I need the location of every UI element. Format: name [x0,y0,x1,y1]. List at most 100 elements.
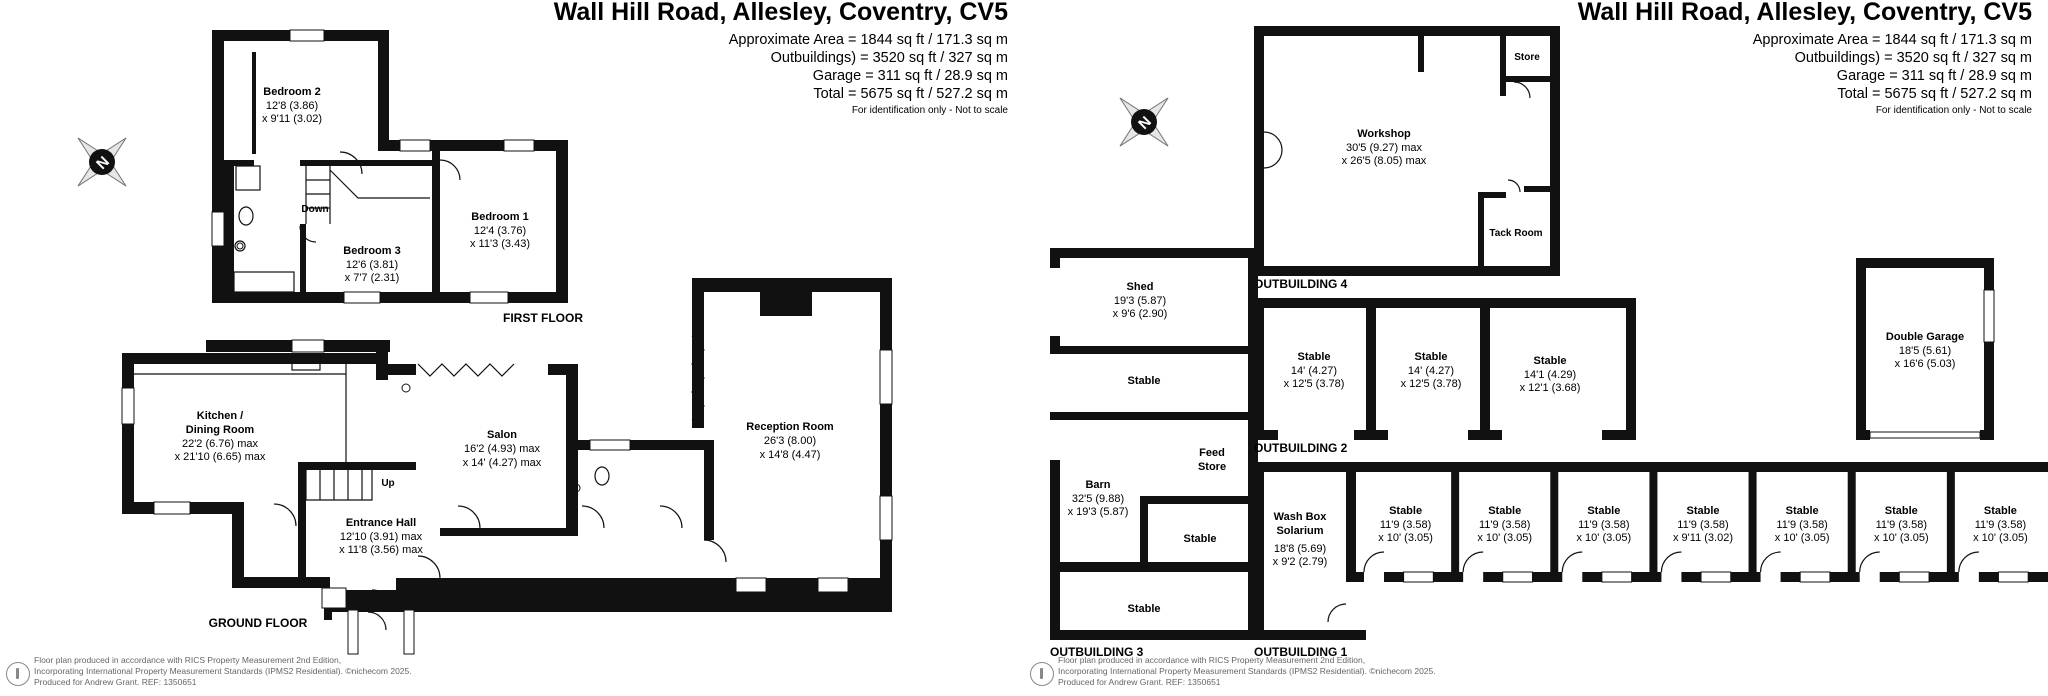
first-floor-labels: Bedroom 2 12'8 (3.86) x 9'11 (3.02) Bedr… [262,86,583,325]
kitchen-name-1: Kitchen / [197,410,243,422]
ob1-stable-divider [1946,472,1955,582]
store-label: Store [1514,52,1540,63]
area-summary: Approximate Area = 1844 sq ft / 171.3 sq… [729,31,1008,103]
ob1-stable-door-gap [1958,572,1979,582]
washbox-door-swing [1327,603,1347,623]
reception-dim1: 26'3 (8.00) [764,435,816,447]
ob2-stable-2-dim2: x 12'5 (3.78) [1401,378,1462,390]
ob1-stable-divider [1748,472,1757,582]
first-floor-fixtures [233,151,461,293]
reception-dim2: x 14'8 (4.47) [760,449,821,461]
salon-dim2: x 14' (4.27) max [463,457,542,469]
ob2-stable-3-dim1: 14'1 (4.29) [1524,369,1576,381]
ground-floor-label: GROUND FLOOR [209,616,308,630]
ob1-stable-dim1: 11'9 (3.58) [1380,519,1431,531]
ob1-stable-divider [1451,472,1460,582]
ob1-stable-dim1: 11'9 (3.58) [1677,519,1728,531]
ob1-stable-divider [1550,472,1559,582]
ob2-stable-1-dim1: 14' (4.27) [1291,365,1337,377]
ob1-stable-name: Stable [1587,505,1620,517]
ob1-stable-divider [1649,472,1658,582]
footer-line-2: Incorporating International Property Mea… [34,666,412,676]
area-outbuildings: Outbuildings) = 3520 sq ft / 327 sq m [770,50,1008,66]
bedroom-2-dim1: 12'8 (3.86) [266,100,318,112]
area-approx: Approximate Area = 1844 sq ft / 171.3 sq… [728,32,1008,48]
garage-dim2: x 16'6 (5.03) [1895,358,1956,370]
footer-line-1: Floor plan produced in accordance with R… [34,655,342,665]
ground-floor-windows [121,339,893,655]
washbox-name-2: Solarium [1276,525,1323,537]
area-approx-right: Approximate Area = 1844 sq ft / 171.3 sq… [1752,32,2032,48]
ob2-stable-3-name: Stable [1533,355,1566,367]
ob1-stable-name: Stable [1885,505,1918,517]
footer-line-1-right: Floor plan produced in accordance with R… [1058,655,1366,665]
ob1-stable-door-gap [1463,572,1484,582]
ob1-stable-dim1: 11'9 (3.58) [1876,519,1927,531]
garage-labels: Double Garage 18'5 (5.61) x 16'6 (5.03) [1886,331,1964,370]
ob1-stable-dim2: x 10' (3.05) [1973,532,2028,544]
ob1-stable-dim2: x 9'11 (3.02) [1673,532,1733,544]
ob1-stable-door-swing [1859,551,1880,573]
outbuilding-2-plan [1254,298,1636,440]
ob1-stable-door-gap [1859,572,1880,582]
ob3-stable-bottom: Stable [1127,603,1160,615]
outbuilding-3-plan [1050,248,1258,640]
area-outbuildings-right: Outbuildings) = 3520 sq ft / 327 sq m [1794,50,2032,66]
entrance-hall-name: Entrance Hall [346,517,416,529]
floor-plan-right: N Workshop 30'5 (9.27) max x 26'5 (8.05)… [1050,26,2048,659]
ob2-stable-1-dim2: x 12'5 (3.78) [1284,378,1345,390]
ob2-stable-2-name: Stable [1414,351,1447,363]
outbuilding-1-labels: Wash Box Solarium 18'8 (5.69) x 9'2 (2.7… [1254,511,1348,659]
ob3-stable-mid: Stable [1183,533,1216,545]
washbox-dim1: 18'8 (5.69) [1274,543,1326,555]
first-floor-label: FIRST FLOOR [503,311,583,325]
property-title-right: Wall Hill Road, Allesley, Coventry, CV5 [1577,0,2032,26]
ob2-stable-1-name: Stable [1297,351,1330,363]
ob1-stable-door-swing [1759,551,1781,573]
ob1-stable-name: Stable [1984,505,2017,517]
first-floor-windows [211,29,535,304]
salon-dim1: 16'2 (4.93) max [464,443,541,455]
barn-dim2: x 19'3 (5.87) [1068,506,1129,518]
identification-note-right: For identification only - Not to scale [1875,105,2032,116]
ob2-stable-3-dim2: x 12'1 (3.68) [1520,382,1581,394]
kitchen-dim2: x 21'10 (6.65) max [175,451,266,463]
reception-name: Reception Room [746,421,834,433]
salon-name: Salon [487,429,517,441]
workshop-name: Workshop [1357,128,1411,140]
area-total-right: Total = 5675 sq ft / 527.2 sq m [1837,86,2032,102]
ob1-stable-window [1601,571,1633,583]
washbox-name-1: Wash Box [1274,511,1328,523]
outbuilding-3-label: OUTBUILDING 3 [1050,645,1144,659]
outbuilding-4-plan [1254,26,1560,276]
shed-name: Shed [1127,281,1154,293]
ob1-stable-name: Stable [1786,505,1819,517]
bedroom-1-name: Bedroom 1 [471,211,528,223]
ground-floor-labels: Kitchen / Dining Room 22'2 (6.76) max x … [175,410,834,630]
ob1-stable-door-gap [1760,572,1781,582]
ob1-stable-door-gap [1364,572,1384,582]
outbuilding-1-label: OUTBUILDING 1 [1254,645,1348,659]
ob1-stable-row [1327,472,2048,623]
outbuilding-4-label: OUTBUILDING 4 [1254,277,1348,291]
ob1-stable-divider [1847,472,1856,582]
garage-dim1: 18'5 (5.61) [1899,345,1951,357]
ob1-stable-door-swing [1561,551,1583,573]
area-summary-right: Approximate Area = 1844 sq ft / 171.3 sq… [1753,31,2032,103]
outbuildings-panel: Wall Hill Road, Allesley, Coventry, CV5 … [1024,0,2048,696]
ob3-stable-top: Stable [1127,375,1160,387]
footer-line-3: Produced for Andrew Grant. REF: 1350651 [34,677,197,687]
workshop-dim2: x 26'5 (8.05) max [1342,155,1427,167]
footer-line-3-right: Produced for Andrew Grant. REF: 1350651 [1058,677,1221,687]
identification-note: For identification only - Not to scale [851,105,1008,116]
compass-icon-right: N [1119,97,1169,147]
area-total: Total = 5675 sq ft / 527.2 sq m [813,86,1008,102]
property-title: Wall Hill Road, Allesley, Coventry, CV5 [553,0,1008,26]
nichecom-logo-icon [6,662,30,686]
ob1-stable-dim2: x 10' (3.05) [1874,532,1929,544]
ob1-stable-door-swing [1363,551,1385,573]
barn-name: Barn [1085,479,1110,491]
ob1-stable-window [1403,571,1434,583]
ob1-stable-window [1502,571,1533,583]
